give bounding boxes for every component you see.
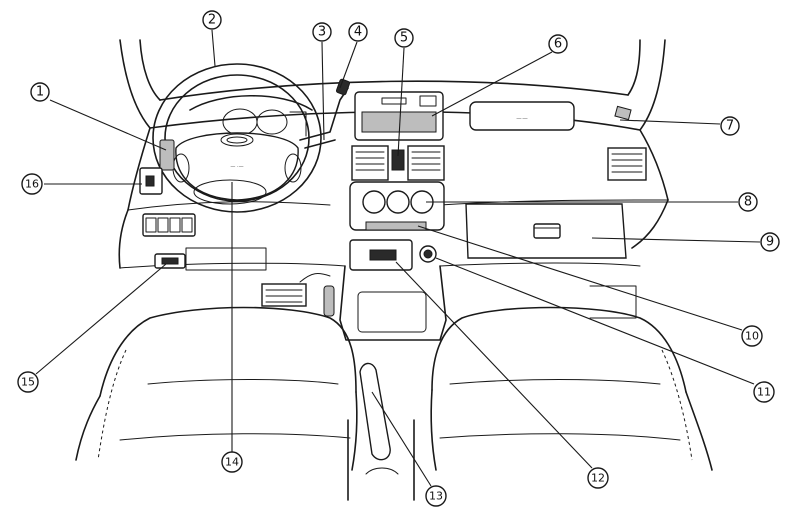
callout-4: 4: [348, 22, 368, 42]
callout-11-label: 11: [757, 386, 771, 399]
callout-1: 1: [30, 82, 50, 102]
callout-16: 16: [21, 173, 43, 195]
callout-14-label: 14: [225, 456, 239, 469]
callout-11: 11: [753, 381, 775, 403]
callout-15-label: 15: [21, 376, 35, 389]
steering-wheel[interactable]: — ·—: [152, 63, 322, 213]
callout-12-label: 12: [591, 472, 605, 485]
callout-9: 9: [760, 232, 780, 252]
callout-14: 14: [221, 451, 243, 473]
driver-seat: [75, 306, 358, 471]
callout-5-label: 5: [400, 31, 408, 46]
callout-2-label: 2: [208, 13, 216, 28]
column-stalks[interactable]: [159, 78, 351, 171]
callout-13-label: 13: [429, 490, 443, 503]
callout-5: 5: [394, 28, 414, 48]
instrument-cluster: [189, 94, 313, 137]
callout-8: 8: [738, 192, 758, 212]
callout-10: 10: [741, 325, 763, 347]
callout-3: 3: [312, 22, 332, 42]
center-stack: [339, 91, 447, 341]
callout-6-label: 6: [554, 37, 562, 52]
passenger-dash: —·—: [465, 101, 647, 259]
callout-16-label: 16: [25, 178, 39, 191]
callout-10-label: 10: [745, 330, 759, 343]
callout-7: 7: [720, 116, 740, 136]
callout-13: 13: [425, 485, 447, 507]
left-switch-panel: [139, 167, 196, 269]
callout-7-label: 7: [726, 119, 734, 134]
callout-9-label: 9: [766, 235, 774, 250]
gear-lever[interactable]: [347, 362, 415, 501]
svg-text:—·—: —·—: [516, 116, 528, 122]
callout-8-label: 8: [744, 195, 752, 210]
callout-1-label: 1: [36, 85, 44, 100]
lower-dash: [185, 247, 637, 319]
callout-2: 2: [202, 10, 222, 30]
leader-lines: [35, 29, 761, 487]
callout-4-label: 4: [354, 25, 362, 40]
passenger-seat: [430, 306, 713, 471]
callout-15: 15: [17, 371, 39, 393]
callout-6: 6: [548, 34, 568, 54]
callout-3-label: 3: [318, 25, 326, 40]
callout-12: 12: [587, 467, 609, 489]
svg-text:— ·—: — ·—: [230, 164, 243, 170]
